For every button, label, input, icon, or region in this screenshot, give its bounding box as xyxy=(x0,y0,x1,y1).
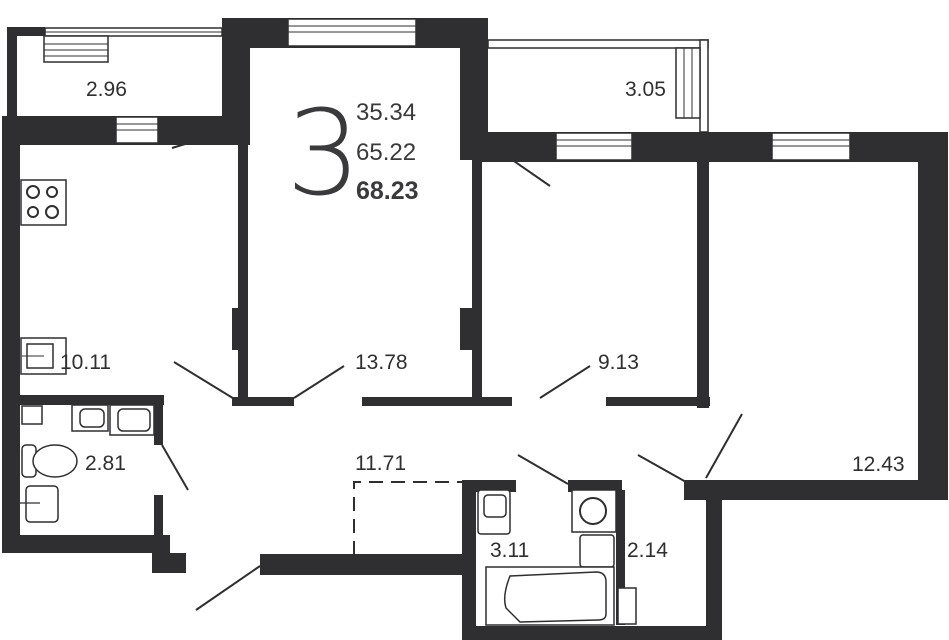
kitchen-sink-icon xyxy=(20,337,67,375)
washbasin-icon xyxy=(20,485,59,523)
balcony-right xyxy=(487,39,709,133)
bathtub-icon xyxy=(485,566,637,626)
room-label-large: 12.43 xyxy=(852,453,905,476)
area-summary: 3 35.34 65.22 68.23 xyxy=(286,84,419,222)
total-area: 68.23 xyxy=(356,177,419,205)
room-label-kitchen: 10.11 xyxy=(60,351,111,374)
room-label-center: 13.78 xyxy=(355,351,408,374)
washing-machine-icon xyxy=(571,489,617,533)
room-label-bathroom-tub: 3.11 xyxy=(490,539,529,562)
washbasin-icon-2 xyxy=(477,489,511,535)
washing-machines-icon xyxy=(71,404,155,436)
room-label-balcony-right: 3.05 xyxy=(625,78,666,101)
room-label-balcony-left: 2.96 xyxy=(86,78,127,101)
stove-icon xyxy=(20,179,67,226)
windows xyxy=(115,18,851,161)
room-label-toilet: 2.14 xyxy=(627,539,668,562)
doors xyxy=(161,133,743,611)
walls xyxy=(2,18,948,640)
toilet-sink-icon xyxy=(579,534,615,568)
living-area: 35.34 xyxy=(356,99,416,126)
room-label-small: 9.13 xyxy=(598,351,639,374)
balcony-left xyxy=(7,27,223,119)
wardrobe-outline xyxy=(353,481,470,555)
toilet-icon xyxy=(21,405,78,478)
rooms-count: 3 xyxy=(286,84,361,222)
room-label-hallway: 11.71 xyxy=(355,452,406,475)
area-without-balconies: 65.22 xyxy=(356,139,416,166)
room-label-bathroom-left: 2.81 xyxy=(85,452,126,475)
